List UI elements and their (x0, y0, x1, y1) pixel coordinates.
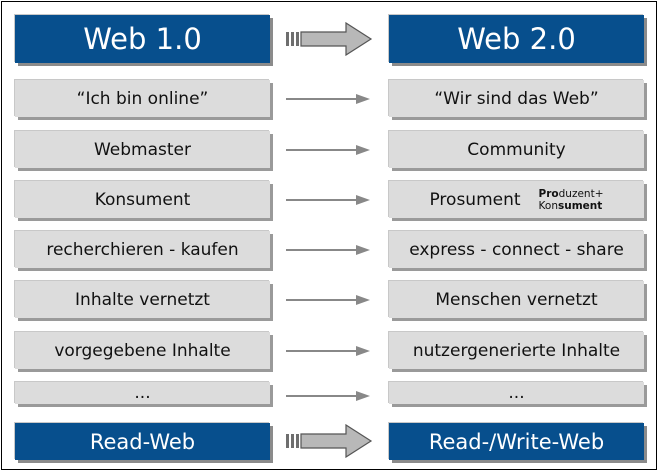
prosument-note-sument: sument (558, 199, 603, 212)
row-2-left-label: Webmaster (93, 139, 191, 160)
footer-read-web-label: Read-Web (89, 429, 196, 454)
row-2-right-label: Community (467, 139, 566, 160)
header-web-1-0-label: Web 1.0 (83, 22, 202, 56)
footer-read-write-web-label: Read-/Write-Web (428, 429, 605, 454)
row-3-right: Prosument Produzent+ Konsument (389, 181, 644, 218)
row-2-arrow (286, 145, 370, 155)
prosument-group: Prosument Produzent+ Konsument (429, 188, 603, 212)
header-web-2-0: Web 2.0 (389, 15, 644, 63)
row-3-left: Konsument (15, 181, 270, 218)
row-3-right-label: Prosument (429, 189, 521, 210)
row-7-left: ... (15, 382, 270, 404)
row-4-arrow (286, 245, 370, 255)
row-4-right: express - connect - share (389, 231, 644, 268)
footer-big-arrow (286, 424, 373, 458)
row-2-right: Community (389, 131, 644, 168)
row-4-left: recherchieren - kaufen (15, 231, 270, 268)
row-1-right: “Wir sind das Web” (389, 80, 644, 117)
row-7-right-label: ... (508, 383, 525, 403)
row-7-right: ... (389, 382, 644, 404)
header-big-arrow (286, 22, 373, 56)
row-1-left: “Ich bin online” (15, 80, 270, 117)
prosument-note: Produzent+ Konsument (539, 188, 604, 212)
row-3-arrow (286, 195, 370, 205)
row-6-right: nutzergenerierte Inhalte (389, 332, 644, 369)
row-6-right-label: nutzergenerierte Inhalte (412, 340, 621, 361)
prosument-note-kon: Kon (538, 199, 558, 212)
footer-read-write-web: Read-/Write-Web (389, 423, 644, 460)
row-5-left-label: Inhalte vernetzt (75, 289, 210, 310)
header-web-2-0-label: Web 2.0 (457, 22, 576, 56)
row-6-arrow (286, 346, 370, 356)
row-5-arrow (286, 295, 370, 305)
row-5-left: Inhalte vernetzt (15, 281, 270, 318)
row-5-right: Menschen vernetzt (389, 281, 644, 318)
row-1-right-label: “Wir sind das Web” (434, 88, 599, 109)
row-6-left-label: vorgegebene Inhalte (54, 340, 231, 361)
row-7-arrow (286, 391, 370, 401)
row-6-left: vorgegebene Inhalte (15, 332, 270, 369)
prosument-note-line-1: Produzent+ (539, 188, 604, 200)
row-4-right-label: express - connect - share (409, 239, 624, 260)
row-4-left-label: recherchieren - kaufen (46, 239, 239, 260)
prosument-note-pro: Pro (538, 187, 559, 200)
row-3-left-label: Konsument (94, 189, 191, 210)
prosument-note-duzent: duzent+ (558, 187, 604, 200)
row-1-left-label: “Ich bin online” (76, 88, 209, 109)
row-5-right-label: Menschen vernetzt (435, 289, 598, 310)
footer-read-web: Read-Web (15, 423, 270, 460)
row-1-arrow (286, 94, 370, 104)
prosument-note-line-2: Konsument (539, 200, 604, 212)
row-7-left-label: ... (134, 383, 151, 403)
row-2-left: Webmaster (15, 131, 270, 168)
header-web-1-0: Web 1.0 (15, 15, 270, 63)
